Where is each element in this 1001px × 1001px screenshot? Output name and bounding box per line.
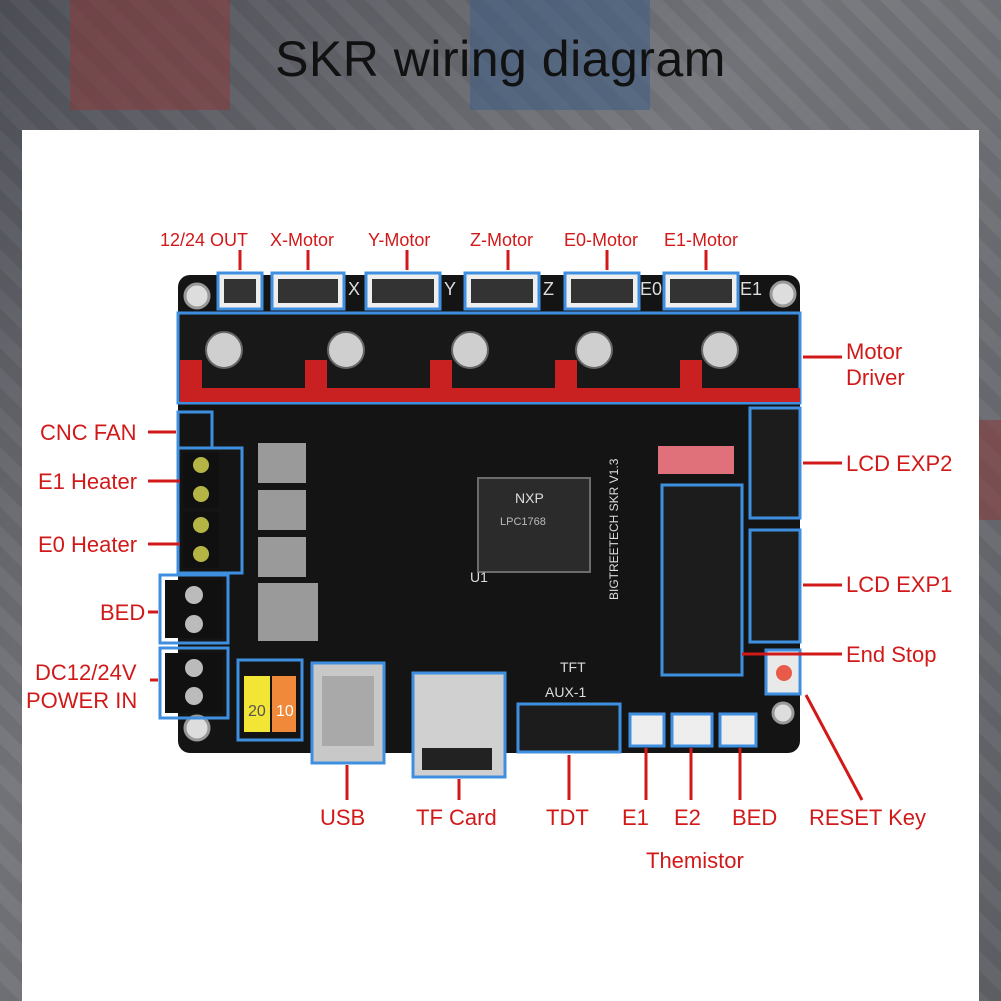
fuse-1-text: 20: [248, 703, 266, 720]
label-e2: E2: [674, 805, 701, 830]
label-end-stop: End Stop: [846, 642, 937, 667]
tdt-connector: [516, 702, 622, 754]
mount-hole: [771, 701, 795, 725]
axis-mark-y: Y: [444, 279, 457, 299]
power-outline: [158, 646, 230, 720]
background-driver-red: [70, 0, 230, 110]
silk-tft: TFT: [560, 659, 586, 675]
label-z-motor: Z-Motor: [470, 230, 533, 250]
label-lcd-exp2: LCD EXP2: [846, 451, 953, 476]
mosfets: [258, 443, 318, 641]
thermistor-e2-connector: [670, 712, 714, 748]
driver-capacitors: [205, 331, 739, 369]
silk-model: BIGTREETECH SKR V1.3: [607, 458, 621, 600]
lcd-exp2-connector: [748, 406, 802, 520]
endstop-block: [660, 483, 744, 677]
label-e1: E1: [622, 805, 649, 830]
label-x-motor: X-Motor: [270, 230, 335, 250]
axis-mark-e1: E1: [740, 279, 763, 299]
page-title: SKR wiring diagram: [275, 31, 726, 87]
label-power-1: DC12/24V: [35, 660, 137, 685]
mount-hole: [183, 714, 211, 742]
fuse-20: [244, 676, 270, 732]
leader-lines: [148, 250, 864, 801]
fuse-2-text: 10: [276, 703, 294, 720]
chip-name: LPC1768: [500, 516, 546, 528]
thermistor-e1-connector: [628, 712, 666, 748]
fuse-10: [272, 676, 296, 732]
label-motor-driver-2: Driver: [846, 365, 905, 390]
mount-hole: [769, 280, 797, 308]
label-e1-heater: E1 Heater: [38, 469, 138, 494]
label-bed-left: BED: [100, 600, 146, 625]
label-tf-card: TF Card: [416, 805, 497, 830]
driver-headers: [180, 360, 800, 402]
axis-mark-z: Z: [543, 279, 554, 299]
label-e1-motor: E1-Motor: [664, 230, 739, 250]
label-bed-bottom: BED: [732, 805, 778, 830]
label-e0-motor: E0-Motor: [564, 230, 639, 250]
label-usb: USB: [320, 805, 366, 830]
label-power-2: POWER IN: [26, 688, 138, 713]
main-chip: [477, 477, 591, 573]
silk-aux: AUX-1: [545, 684, 587, 700]
bed-outline: [158, 573, 230, 645]
axis-mark-e0: E0: [640, 279, 663, 299]
label-y-motor: Y-Motor: [368, 230, 431, 250]
label-e0-heater: E0 Heater: [38, 532, 138, 557]
reset-key: [764, 648, 802, 696]
thermistor-bed-connector: [718, 712, 758, 748]
silk-u1: U1: [470, 569, 488, 585]
label-motor-driver-1: Motor: [846, 339, 903, 364]
heater-outline: [176, 446, 244, 575]
label-themistor: Themistor: [646, 848, 744, 873]
chip-brand: NXP: [515, 490, 544, 506]
label-reset-key: RESET Key: [809, 805, 926, 830]
axis-mark-x: X: [348, 279, 361, 299]
label-cnc-fan: CNC FAN: [40, 420, 137, 445]
lcd-exp1-connector: [748, 528, 802, 644]
label-lcd-exp1: LCD EXP1: [846, 572, 953, 597]
dip-switch: [658, 446, 734, 474]
label-1224-out: 12/24 OUT: [160, 230, 249, 250]
fuse-outline: [236, 658, 304, 742]
mount-hole: [183, 282, 211, 310]
label-tdt: TDT: [546, 805, 589, 830]
background-driver-blue: [470, 0, 650, 110]
